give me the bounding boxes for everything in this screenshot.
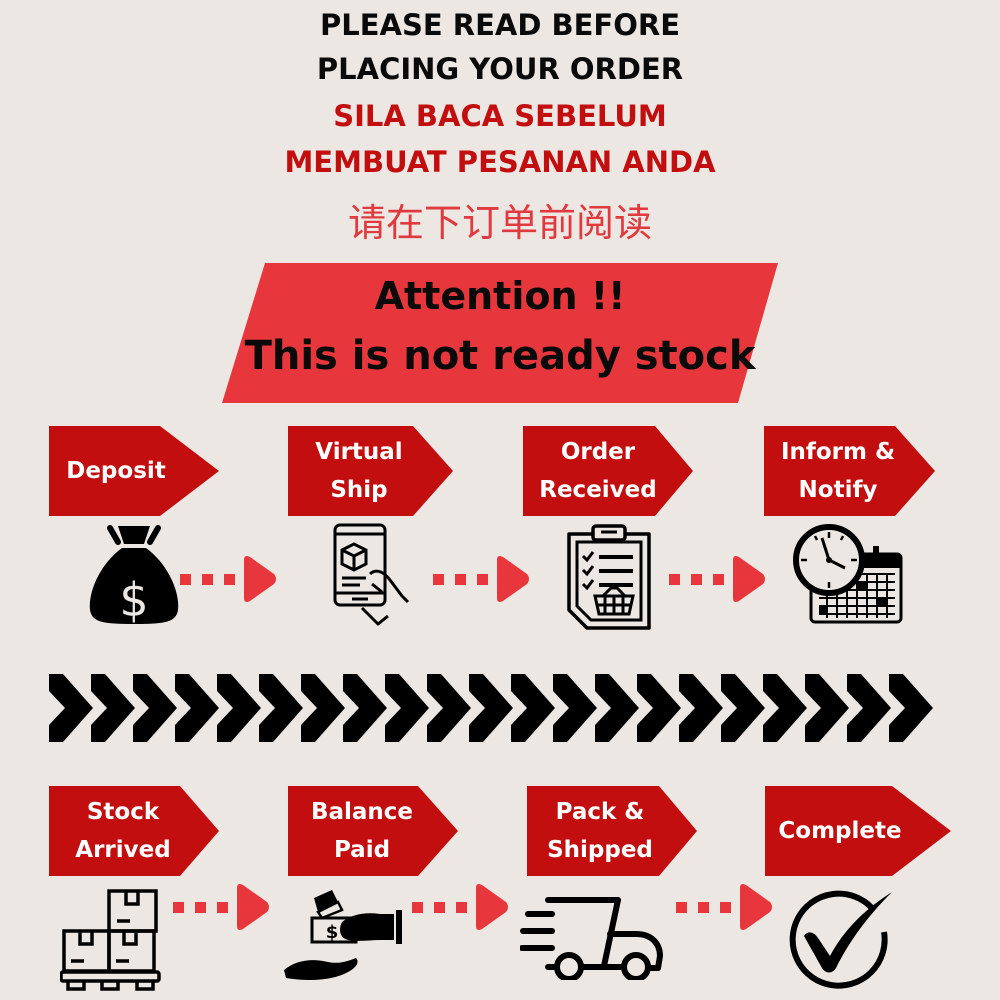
flow-arrow-2 [433,556,529,602]
cash-hands-icon: $ [284,890,402,980]
flow-arrow-6 [676,884,772,930]
phone-package-icon [333,523,410,626]
step-label: Inform & Notify [780,439,896,503]
step-tag-pack-shipped: Pack & Shipped [527,786,699,876]
step-tag-inform-notify: Inform & Notify [764,426,937,516]
step-label: Balance Paid [310,799,414,863]
svg-text:$: $ [326,922,339,943]
header-ms-line2: MEMBUAT PESANAN ANDA [284,145,716,179]
header-zh: 请在下订单前阅读 [347,201,652,245]
step-tag-balance-paid: Balance Paid [288,786,460,876]
check-circle-icon [789,890,892,989]
step-label: Complete [778,818,902,844]
step-tag-virtual-ship: Virtual Ship [288,426,455,516]
svg-text:$: $ [119,573,148,626]
attention-banner [222,263,778,403]
header-ms-line1: SILA BACA SEBELUM [333,99,667,133]
banner-line1: Attention !! [374,274,626,318]
step-tag-stock-arrived: Stock Arrived [49,786,221,876]
step-label: Virtual Ship [315,439,403,503]
flow-arrow-1 [180,556,276,602]
header-en-line2: PLACING YOUR ORDER [316,52,684,86]
money-bag-icon: $ [89,525,179,626]
header-en-line1: PLEASE READ BEFORE [319,8,681,42]
flow-arrow-3 [669,556,765,602]
boxes-pallet-icon [60,889,161,991]
step-label: Order Received [539,439,657,503]
clipboard-basket-icon [567,524,651,630]
step-label: Pack & Shipped [547,799,653,863]
flow-arrow-5 [412,884,508,930]
step-label: Stock Arrived [75,799,171,863]
step-tag-complete: Complete [765,786,953,876]
step-tag-order-received: Order Received [523,426,695,516]
step-tag-deposit: Deposit [49,426,221,516]
clock-calendar-icon [793,524,903,624]
step-label: Deposit [66,458,166,484]
flow-arrow-4 [173,884,269,930]
delivery-truck-icon [520,897,663,980]
banner-line2: This is not ready stock [244,333,756,379]
